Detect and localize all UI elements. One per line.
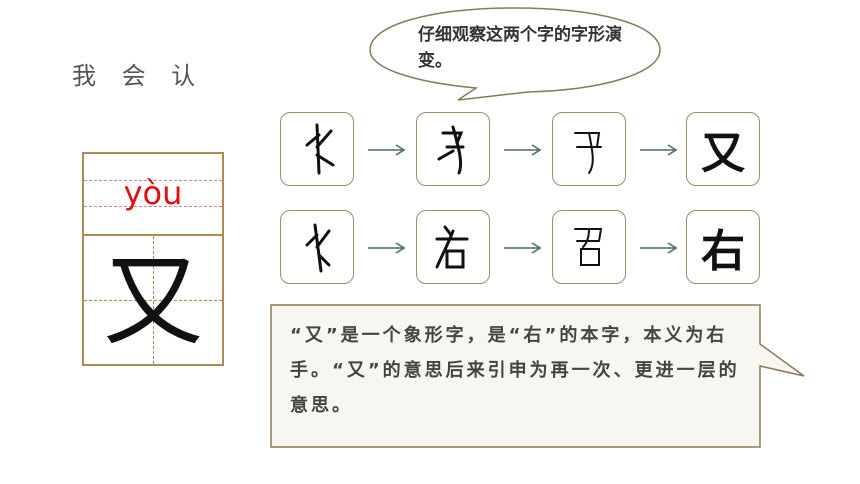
pinyin-guide-line: [84, 180, 222, 181]
arrow-icon: [504, 242, 542, 254]
bubble-text: 仔细观察这两个字的字形演变。: [418, 25, 622, 71]
oracle-glyph-icon: [305, 223, 331, 273]
bronze-card-right: [416, 210, 490, 284]
oracle-glyph-icon: [305, 123, 335, 175]
main-character: 又: [103, 243, 203, 360]
pinyin-guide-line: [84, 206, 222, 207]
character-grid: yòu 又: [82, 152, 224, 366]
arrow-icon: [640, 144, 678, 156]
seal-card-you: [552, 112, 626, 186]
arrow-icon: [368, 144, 406, 156]
bronze-glyph-icon: [437, 125, 465, 175]
modern-character-right: 右: [701, 226, 745, 277]
seal-card-right: [552, 210, 626, 284]
explanation-callout: [270, 304, 805, 448]
bronze-card-you: [416, 112, 490, 186]
speech-bubble: [369, 7, 661, 101]
modern-card-you: 又: [686, 112, 760, 186]
arrow-icon: [504, 144, 542, 156]
arrow-icon: [640, 242, 678, 254]
seal-glyph-icon: [574, 228, 603, 266]
tian-grid-box: 又: [84, 234, 222, 364]
seal-glyph-icon: [574, 132, 602, 174]
bronze-glyph-icon: [435, 225, 469, 269]
section-title: 我 会 认: [72, 62, 205, 90]
oracle-bone-card-right: [280, 210, 354, 284]
oracle-bone-card-you: [280, 112, 354, 186]
explanation-text: “又”是一个象形字，是“右”的本字，本义为右手。“又”的意思后来引申为再一次、更…: [290, 325, 740, 416]
modern-card-right: 右: [686, 210, 760, 284]
pinyin-label: yòu: [123, 174, 183, 212]
arrow-icon: [368, 242, 406, 254]
modern-character-you: 又: [701, 128, 745, 179]
